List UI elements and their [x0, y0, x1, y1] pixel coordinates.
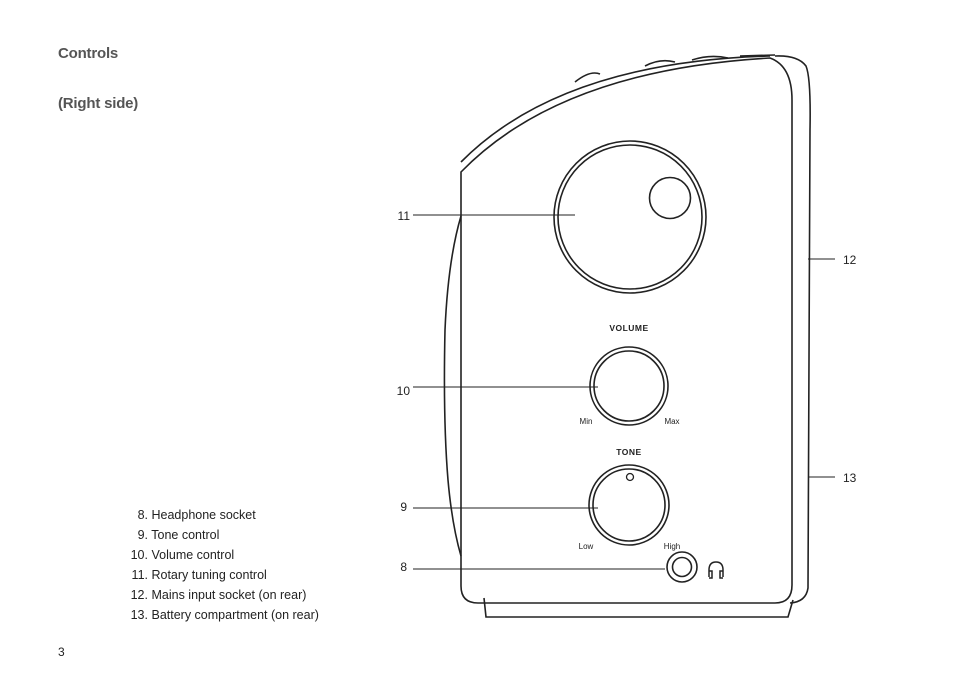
headphone-icon	[708, 561, 724, 579]
legend-item: 8. Headphone socket	[120, 505, 319, 525]
legend-item-text: Rotary tuning control	[151, 568, 267, 582]
callout-number: 10	[397, 384, 411, 398]
legend-item-number: 11.	[131, 568, 148, 582]
legend-item: 12. Mains input socket (on rear)	[120, 585, 319, 605]
tone-high-label: High	[664, 542, 680, 551]
callout-number: 12	[843, 253, 857, 267]
volume-max-label: Max	[664, 417, 679, 426]
headphone-socket-inner	[671, 556, 693, 578]
tone-label: TONE	[616, 447, 641, 457]
legend-item: 9. Tone control	[120, 525, 319, 545]
tone-low-label: Low	[579, 542, 594, 551]
tuning-knob-inner	[557, 144, 703, 290]
radio-top-edge	[460, 55, 771, 163]
callout-number: 13	[843, 471, 857, 485]
legend-item-number: 12.	[130, 588, 148, 602]
legend-item-number: 13.	[130, 608, 148, 622]
legend-item-text: Tone control	[151, 528, 220, 542]
section-subtitle: (Right side)	[58, 95, 139, 112]
radio-top-rim	[574, 54, 776, 83]
radio-back-panel	[774, 55, 811, 604]
callout-number: 8	[400, 560, 407, 574]
tone-knob-inner	[592, 468, 666, 542]
tuning-knob-outer	[553, 140, 707, 294]
legend-item-text: Headphone socket	[151, 508, 256, 522]
legend-item-number: 10.	[130, 548, 148, 562]
legend-item-text: Volume control	[151, 548, 235, 562]
controls-legend: 8. Headphone socket 9. Tone control 10. …	[120, 505, 319, 625]
tone-knob-indicator	[625, 472, 635, 482]
tone-knob-outer	[588, 464, 670, 546]
tuning-knob-finger-hole	[648, 176, 692, 220]
legend-item: 11. Rotary tuning control	[120, 565, 319, 585]
legend-item-number: 8.	[137, 508, 148, 522]
callout-number: 11	[398, 209, 411, 223]
legend-item: 13. Battery compartment (on rear)	[120, 605, 319, 625]
radio-base	[483, 597, 794, 618]
callout-number: 9	[400, 500, 407, 514]
headphone-socket-outer	[666, 551, 698, 583]
volume-min-label: Min	[580, 417, 593, 426]
volume-knob-inner	[593, 350, 665, 422]
legend-item-text: Battery compartment (on rear)	[151, 608, 319, 622]
volume-label: VOLUME	[609, 323, 648, 333]
radio-handle	[443, 215, 462, 557]
volume-knob-outer	[589, 346, 669, 426]
legend-item-text: Mains input socket (on rear)	[151, 588, 307, 602]
section-title: Controls	[58, 45, 119, 62]
legend-item: 10. Volume control	[120, 545, 319, 565]
page-number: 3	[58, 645, 65, 659]
legend-item-number: 9.	[137, 528, 148, 542]
radio-body-outline	[460, 57, 793, 604]
